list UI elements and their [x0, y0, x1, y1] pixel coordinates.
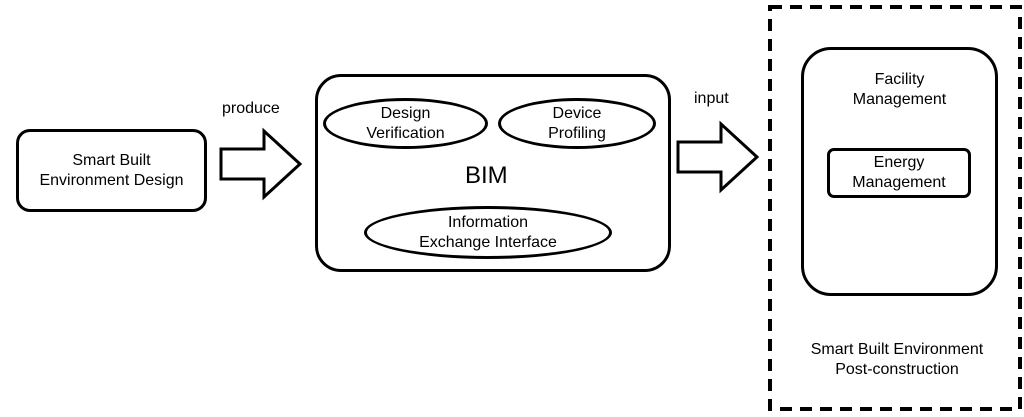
- smart-built-environment-design-box: Smart Built Environment Design: [16, 129, 207, 212]
- energy-management-line2: Management: [852, 174, 946, 191]
- input-arrow: [676, 120, 760, 194]
- design-box-label-line1: Smart Built: [72, 151, 151, 169]
- design-verification-line2: Verification: [366, 124, 445, 142]
- facility-management-line2: Management: [852, 91, 947, 108]
- design-box-label: Smart Built Environment Design: [39, 151, 183, 191]
- input-label: input: [694, 90, 729, 107]
- information-exchange-line1: Information: [447, 213, 529, 231]
- bim-title: BIM: [465, 162, 508, 189]
- information-exchange-interface-ellipse: Information Exchange Interface: [364, 206, 612, 259]
- produce-label: produce: [222, 100, 280, 117]
- produce-arrow: [219, 127, 303, 201]
- device-profiling-line2: Profiling: [548, 124, 606, 142]
- device-profiling-line1: Device: [552, 104, 602, 122]
- energy-management-line1: Energy: [873, 154, 925, 171]
- post-construction-dashed-frame: [768, 5, 1022, 411]
- post-construction-caption-line2: Post-construction: [835, 361, 959, 378]
- post-construction-caption: Smart Built Environment Post-constructio…: [770, 340, 1024, 380]
- post-construction-caption-line1: Smart Built Environment: [810, 341, 984, 358]
- information-exchange-line2: Exchange Interface: [419, 233, 557, 251]
- design-box-label-line2: Environment Design: [39, 171, 184, 189]
- energy-management-box: Energy Management: [827, 148, 971, 198]
- facility-management-label: Facility Management: [801, 70, 998, 110]
- design-verification-line1: Design: [380, 104, 431, 122]
- design-verification-ellipse: Design Verification: [323, 98, 488, 149]
- facility-management-line1: Facility: [874, 71, 925, 88]
- device-profiling-ellipse: Device Profiling: [498, 98, 656, 149]
